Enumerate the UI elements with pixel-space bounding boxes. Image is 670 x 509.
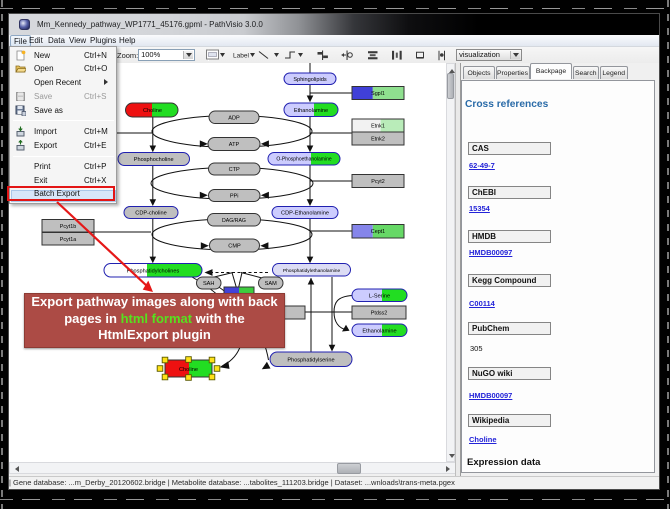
svg-text:SAH: SAH (203, 281, 215, 287)
svg-text:Pcyt2: Pcyt2 (371, 179, 384, 185)
svg-text:Choline: Choline (179, 367, 198, 373)
svg-text:CMP: CMP (228, 244, 241, 250)
svg-text:DAG/RAG: DAG/RAG (222, 218, 246, 224)
svg-text:Phosphatidylcholines: Phosphatidylcholines (127, 268, 180, 274)
svg-text:Etnk2: Etnk2 (371, 136, 385, 142)
svg-text:Choline: Choline (143, 108, 162, 114)
svg-text:SAM: SAM (265, 281, 277, 287)
svg-text:Sphingolipids: Sphingolipids (293, 77, 326, 83)
svg-text:Ethanolamine: Ethanolamine (294, 108, 328, 114)
svg-text:Pcyt1a: Pcyt1a (60, 237, 76, 243)
svg-text:Ptdss2: Ptdss2 (371, 310, 387, 316)
svg-text:Pcyt1b: Pcyt1b (60, 224, 76, 230)
svg-text:Sgpl1: Sgpl1 (371, 91, 385, 97)
svg-text:Etnk1: Etnk1 (371, 123, 385, 129)
svg-text:Label: Label (233, 53, 249, 60)
svg-text:Phosphatidylserine: Phosphatidylserine (287, 358, 334, 364)
svg-text:L-Serine: L-Serine (369, 293, 390, 299)
svg-text:O-Phosphoethanolamine: O-Phosphoethanolamine (276, 157, 332, 163)
svg-text:CDP-Ethanolamine: CDP-Ethanolamine (281, 211, 329, 217)
svg-text:CDP-choline: CDP-choline (135, 211, 166, 217)
svg-text:Phosphocholine: Phosphocholine (134, 157, 174, 163)
svg-text:Phosphatidylethanolamine: Phosphatidylethanolamine (283, 268, 341, 274)
svg-text:ADP: ADP (228, 115, 240, 121)
svg-text:Ethanolamine: Ethanolamine (362, 328, 396, 334)
svg-text:ATP: ATP (229, 142, 240, 148)
svg-text:Cept1: Cept1 (371, 229, 385, 235)
svg-text:CTP: CTP (229, 167, 240, 173)
svg-text:PPi: PPi (230, 194, 239, 200)
